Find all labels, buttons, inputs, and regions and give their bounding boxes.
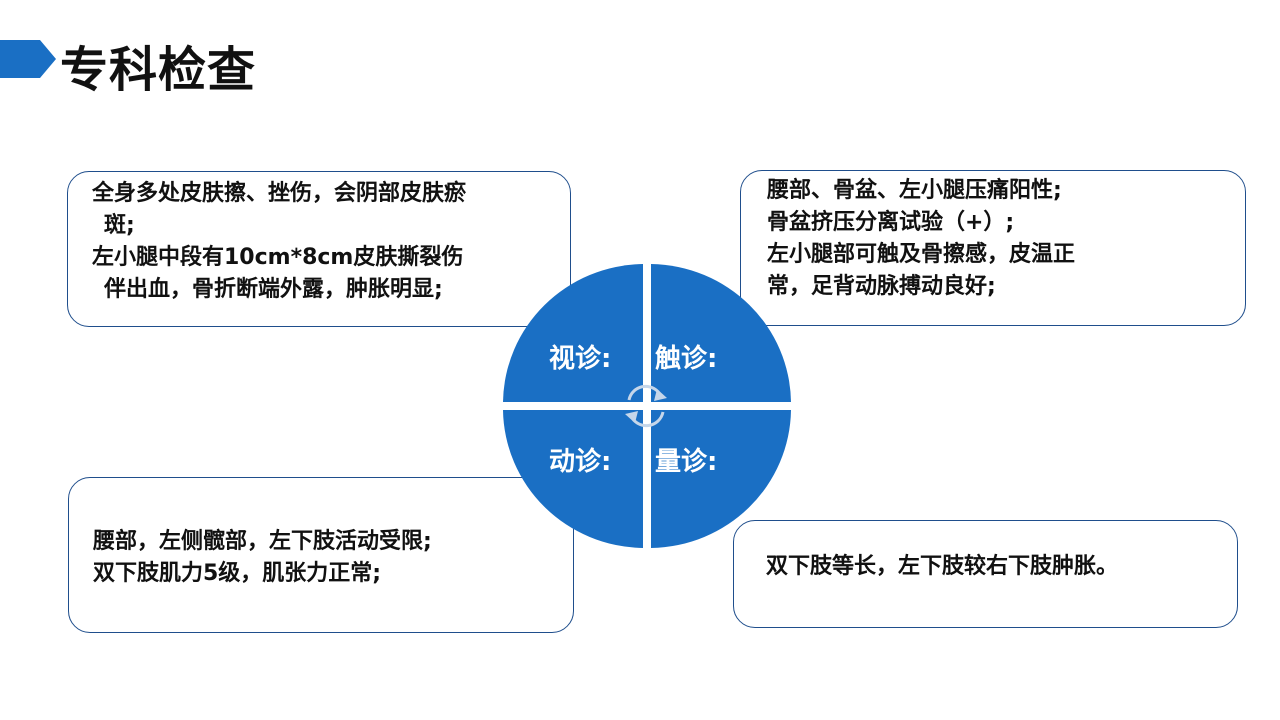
touch-line-2: 骨盆挤压分离试验（+）; [767,209,1015,235]
cycle-arrows-icon [625,384,667,428]
measure-exam-box: 双下肢等长，左下肢较右下肢肿胀。 [733,520,1238,628]
visual-line-4: 伴出血，骨折断端外露，肿胀明显; [104,276,443,302]
quadrant-visual [503,264,643,402]
title-arrow-icon [0,40,56,78]
touch-line-4: 常，足背动脉搏动良好; [767,273,996,299]
exam-quadrant-circle [503,264,791,548]
quadrant-touch [651,264,791,402]
motion-exam-box: 腰部，左侧髋部，左下肢活动受限; 双下肢肌力5级，肌张力正常; [68,477,574,633]
visual-line-2: 斑; [104,212,135,238]
measure-exam-label: 量诊: [655,447,718,477]
visual-line-3: 左小腿中段有10cm*8cm皮肤撕裂伤 [92,244,464,270]
motion-line-2: 双下肢肌力5级，肌张力正常; [93,560,382,586]
touch-exam-label: 触诊: [655,344,718,374]
quadrant-motion [503,410,643,548]
visual-exam-label: 视诊: [549,344,612,374]
touch-exam-box: 腰部、骨盆、左小腿压痛阳性; 骨盆挤压分离试验（+）; 左小腿部可触及骨擦感，皮… [740,170,1246,326]
visual-line-1: 全身多处皮肤擦、挫伤，会阴部皮肤瘀 [92,181,467,206]
touch-line-1: 腰部、骨盆、左小腿压痛阳性; [767,178,1062,203]
measure-line-1: 双下肢等长，左下肢较右下肢肿胀。 [766,554,1119,579]
touch-line-3: 左小腿部可触及骨擦感，皮温正 [767,241,1076,267]
page-title: 专科检查 [60,42,257,98]
quadrant-measure [651,410,791,548]
motion-line-1: 腰部，左侧髋部，左下肢活动受限; [93,529,432,554]
motion-exam-label: 动诊: [549,447,612,477]
visual-exam-box: 全身多处皮肤擦、挫伤，会阴部皮肤瘀 斑; 左小腿中段有10cm*8cm皮肤撕裂伤… [67,171,571,327]
